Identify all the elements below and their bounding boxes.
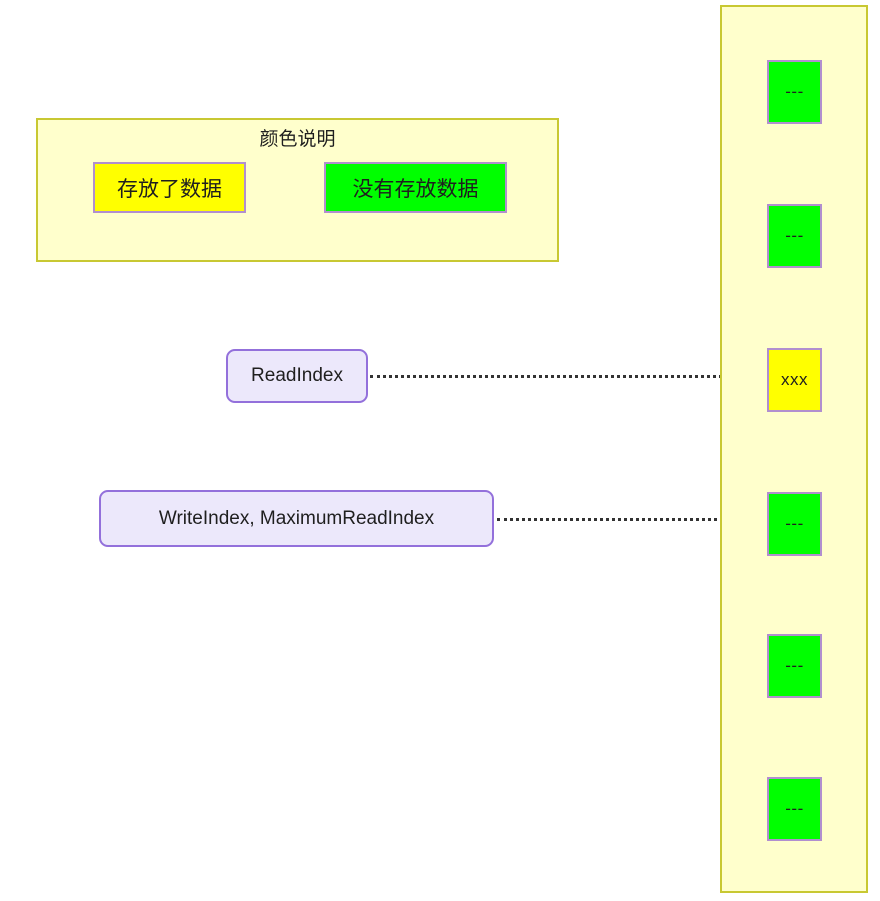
buffer-cell[interactable]: ---: [767, 60, 822, 124]
ring-buffer-panel: --- --- xxx --- --- ---: [720, 5, 868, 893]
legend-title: 颜色说明: [259, 129, 336, 150]
legend-swatch-no-data: 没有存放数据: [324, 162, 507, 213]
read-index-label-box[interactable]: ReadIndex: [226, 349, 368, 403]
legend-panel: 颜色说明 存放了数据 没有存放数据: [36, 118, 559, 262]
buffer-cell[interactable]: ---: [767, 204, 822, 268]
buffer-cell[interactable]: ---: [767, 492, 822, 556]
buffer-cell[interactable]: xxx: [767, 348, 822, 412]
buffer-cell[interactable]: ---: [767, 777, 822, 841]
write-index-connector-line: [497, 518, 753, 521]
buffer-cell[interactable]: ---: [767, 634, 822, 698]
legend-swatch-stored-data: 存放了数据: [93, 162, 246, 213]
write-index-label-box[interactable]: WriteIndex, MaximumReadIndex: [99, 490, 494, 547]
read-index-connector-line: [370, 375, 753, 378]
